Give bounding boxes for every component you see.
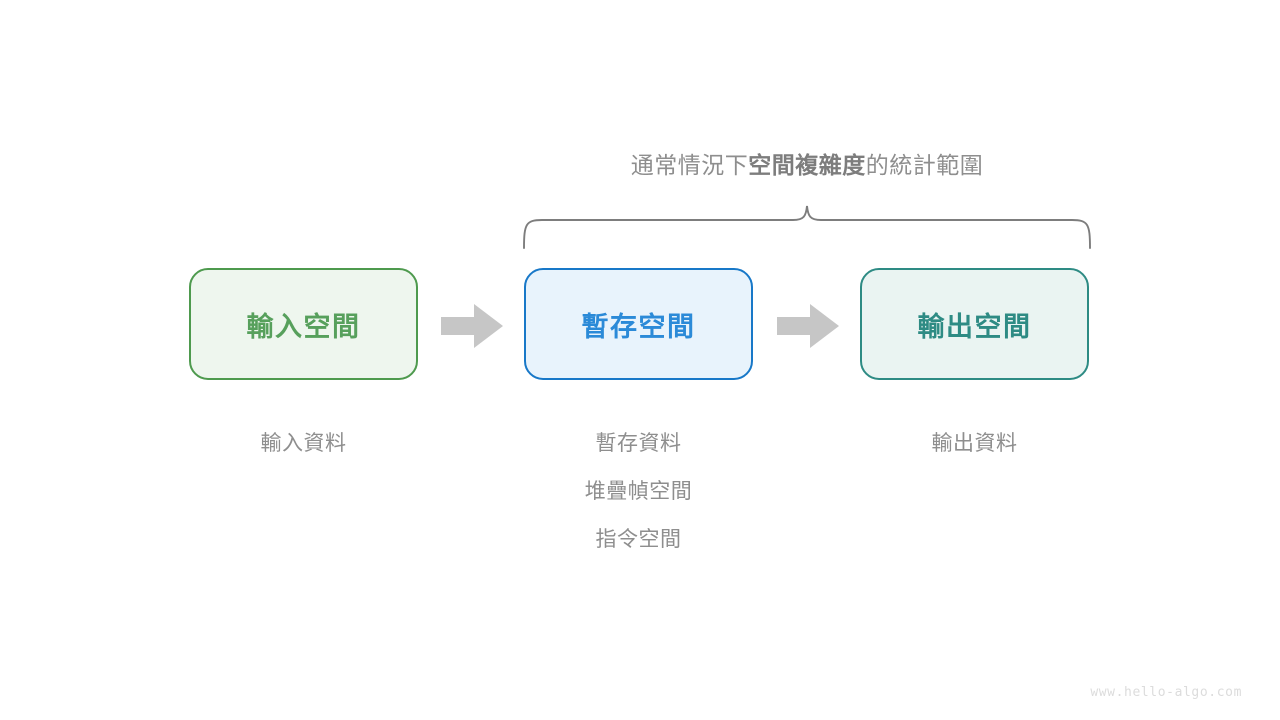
arrow-right-icon (777, 304, 839, 348)
curly-brace (516, 198, 1098, 250)
arrow-right-icon (441, 304, 503, 348)
stage-captions-output: 輸出資料 (860, 420, 1089, 468)
brace-caption-emphasis: 空間複雜度 (748, 152, 866, 178)
curly-brace-icon (523, 205, 1091, 249)
arrow-right-glyph (441, 304, 503, 348)
stage-box-input-label: 輸入空間 (246, 311, 361, 342)
stage-box-temp-label: 暫存空間 (581, 311, 696, 342)
brace-caption: 通常情況下空間複雜度的統計範圍 (167, 146, 1280, 180)
brace-caption-prefix: 通常情況下 (630, 152, 749, 178)
stage-box-temp[interactable]: 暫存空間 (524, 268, 753, 380)
caption-line: 指令空間 (595, 528, 682, 551)
caption-line: 暫存資料 (595, 432, 682, 455)
caption-line: 輸入資料 (260, 432, 347, 455)
watermark: www.hello-algo.com (1090, 685, 1242, 700)
arrow-right-glyph (777, 304, 839, 348)
caption-line: 輸出資料 (931, 432, 1018, 455)
stage-box-input[interactable]: 輸入空間 (189, 268, 418, 380)
brace-caption-suffix: 的統計範圍 (865, 152, 984, 178)
caption-line: 堆疊幀空間 (584, 480, 693, 503)
stage-captions-input: 輸入資料 (189, 420, 418, 468)
stage-box-output-label: 輸出空間 (917, 311, 1032, 342)
stage-box-output[interactable]: 輸出空間 (860, 268, 1089, 380)
stage-captions-temp: 暫存資料 堆疊幀空間 指令空間 (524, 420, 753, 564)
